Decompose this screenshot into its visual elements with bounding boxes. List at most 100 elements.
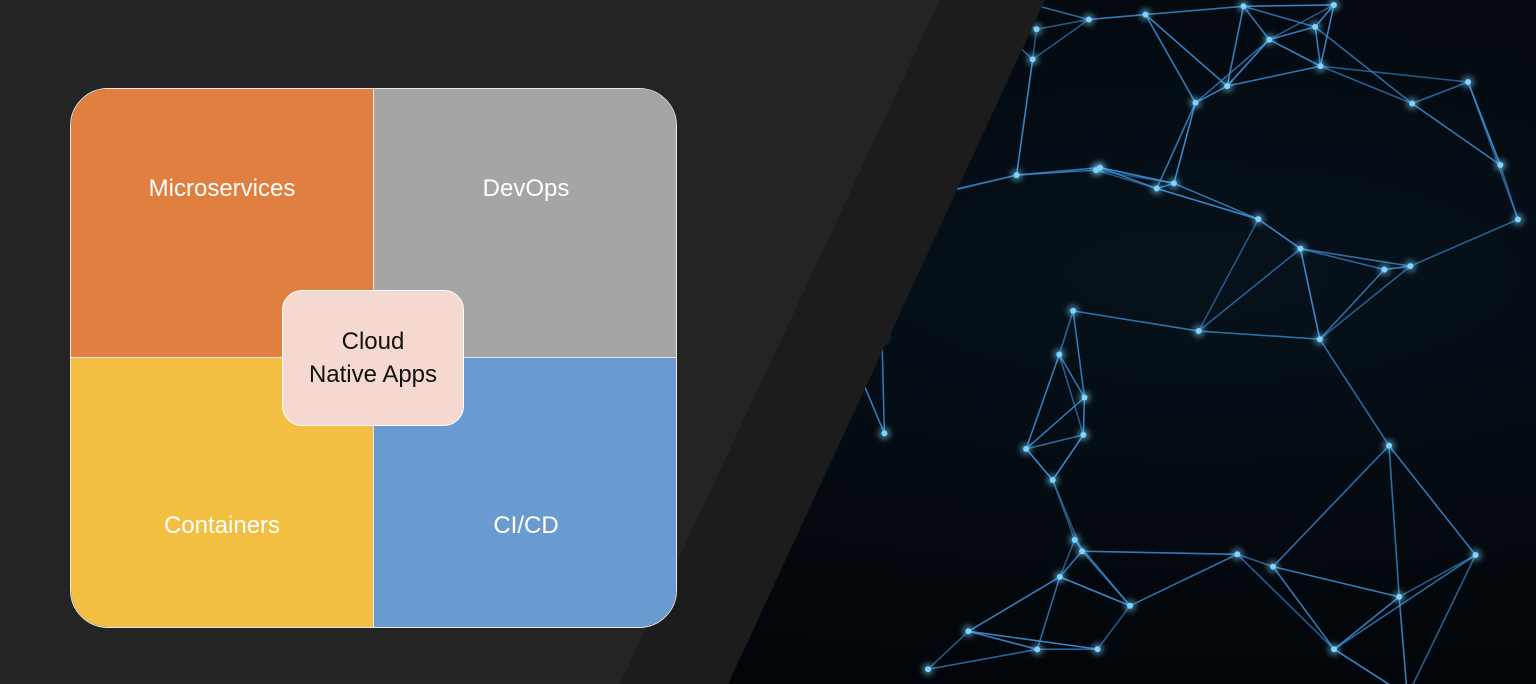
center-label-line2: Native Apps	[308, 361, 438, 388]
network-node	[1029, 56, 1036, 63]
center-label-line1: Cloud	[341, 328, 405, 355]
network-node	[1386, 442, 1393, 449]
network-link	[1088, 13, 1146, 21]
network-node	[1234, 551, 1241, 558]
network-node	[1224, 83, 1231, 90]
network-link	[968, 576, 1061, 632]
network-link	[1016, 166, 1101, 176]
network-node	[1396, 593, 1403, 600]
network-node	[1270, 563, 1277, 570]
network-node	[1049, 476, 1056, 483]
network-link	[1333, 554, 1477, 650]
network-link	[1467, 81, 1519, 220]
network-node	[1033, 26, 1040, 33]
network-node	[1142, 11, 1149, 18]
center-box-cloud-native-apps: Cloud Native Apps	[282, 290, 464, 426]
network-link	[1333, 648, 1408, 684]
network-node	[1465, 78, 1472, 85]
network-node	[1514, 216, 1521, 223]
network-link	[1052, 434, 1085, 481]
network-node	[1331, 646, 1338, 653]
network-node	[1312, 23, 1319, 30]
network-link	[1025, 354, 1061, 450]
network-node	[1195, 328, 1202, 335]
network-link	[1272, 565, 1400, 598]
network-node	[1192, 99, 1199, 106]
network-link	[1319, 338, 1390, 447]
network-link	[1242, 5, 1270, 41]
network-node	[1407, 263, 1414, 270]
network-link	[1082, 397, 1086, 435]
network-link	[1156, 187, 1259, 220]
network-link	[1059, 539, 1076, 578]
network-node	[1023, 445, 1030, 452]
network-link	[1388, 445, 1477, 556]
network-node	[1170, 180, 1177, 187]
network-link	[1155, 102, 1197, 189]
network-link	[1227, 65, 1321, 87]
network-link	[1237, 553, 1274, 568]
network-link	[1081, 550, 1131, 607]
quadrant-label-containers: Containers	[163, 512, 281, 539]
network-node	[1127, 602, 1134, 609]
network-link	[1129, 553, 1238, 607]
network-link	[1145, 5, 1244, 16]
network-link	[1099, 166, 1157, 190]
network-link	[1319, 4, 1335, 67]
network-node	[1266, 36, 1273, 43]
network-link	[1398, 554, 1476, 598]
network-link	[1406, 554, 1477, 684]
network-link	[1333, 596, 1400, 650]
network-link	[1058, 354, 1086, 398]
network-link	[1499, 164, 1519, 220]
network-link	[1015, 59, 1034, 176]
network-node	[1317, 63, 1324, 70]
network-link	[1036, 18, 1090, 31]
network-link	[1058, 310, 1074, 355]
network-link	[1099, 166, 1175, 185]
network-link	[1398, 596, 1409, 684]
network-node	[1080, 431, 1087, 438]
network-node	[1085, 16, 1092, 23]
network-link	[927, 648, 1038, 671]
network-link	[1036, 576, 1061, 650]
network-node	[965, 628, 972, 635]
network-node	[1013, 172, 1020, 179]
network-node	[925, 666, 932, 673]
network-link	[1268, 38, 1321, 67]
network-link	[881, 336, 886, 434]
network-link	[1320, 65, 1413, 105]
network-node	[1094, 646, 1101, 653]
network-link	[1236, 553, 1335, 650]
network-link	[1411, 102, 1501, 166]
network-node	[1497, 162, 1504, 169]
network-node	[1472, 552, 1479, 559]
network-link	[1272, 566, 1335, 650]
quadrant-label-devops: DevOps	[482, 175, 570, 202]
network-link	[1314, 26, 1413, 105]
network-node	[1153, 185, 1160, 192]
quadrant-label-microservices: Microservices	[148, 175, 296, 202]
network-node	[1409, 100, 1416, 107]
network-link	[1144, 13, 1228, 87]
network-link	[1300, 247, 1411, 267]
network-node	[1381, 266, 1388, 273]
network-link	[1257, 218, 1301, 250]
network-link	[1269, 26, 1316, 41]
quadrant-label-cicd: CI/CD	[493, 512, 559, 539]
network-node	[1079, 548, 1086, 555]
network-node	[1056, 351, 1063, 358]
network-link	[1198, 330, 1320, 341]
network-link	[1058, 354, 1085, 436]
network-link	[1319, 269, 1385, 340]
network-link	[1411, 81, 1469, 105]
network-link	[1388, 445, 1400, 597]
network-node	[1316, 336, 1323, 343]
network-link	[1072, 310, 1086, 398]
network-node	[1297, 245, 1304, 252]
network-link	[1197, 218, 1260, 332]
network-link	[1194, 38, 1270, 104]
network-link	[1272, 445, 1390, 568]
network-node	[1081, 394, 1088, 401]
network-link	[968, 630, 1098, 650]
